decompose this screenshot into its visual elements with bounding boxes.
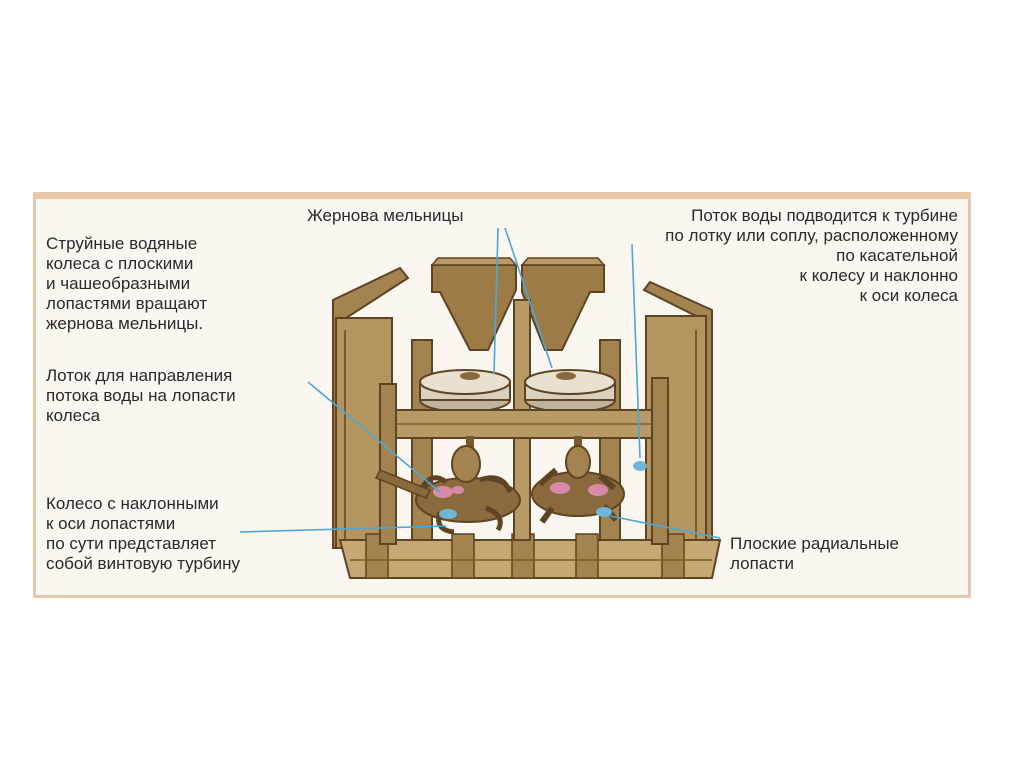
left-millstone (419, 369, 511, 413)
left-water-wheel (415, 445, 521, 535)
label-radial-blades: Плоские радиальные лопасти (730, 534, 900, 573)
table-beam (382, 409, 666, 439)
label-chute: Лоток для направления потока воды на лоп… (46, 366, 236, 425)
label-water-flow: Поток воды подводится к турбине по лотку… (665, 206, 958, 305)
pointer-lines (239, 227, 721, 539)
label-inclined-wheel: Колесо с наклонными к оси лопастями по с… (46, 494, 241, 573)
pointer-millstones-right (504, 227, 553, 369)
right-millstone (524, 369, 616, 413)
label-millstones: Жернова мельницы (307, 206, 464, 225)
left-hopper (430, 257, 518, 351)
pointer-millstones-left (493, 227, 499, 375)
right-water-wheel (531, 445, 647, 524)
water-chute (374, 469, 432, 499)
panel-top-border (33, 192, 971, 199)
pointer-water-flow (631, 243, 641, 459)
right-hopper (520, 257, 606, 351)
pointer-inclined-wheel (239, 525, 447, 533)
pointer-radial-blades (609, 515, 721, 539)
pointer-chute (307, 381, 441, 493)
label-jet-wheels: Струйные водяные колеса с плоскими и чаш… (46, 234, 208, 333)
